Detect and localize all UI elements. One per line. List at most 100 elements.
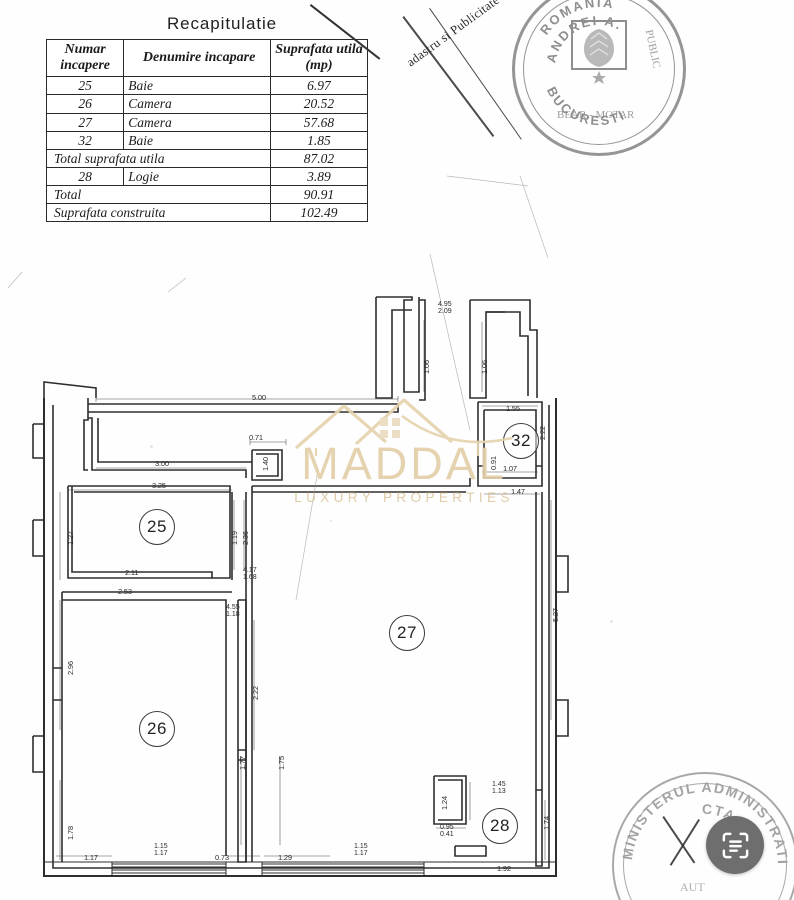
dimension-label: 1.17 [84,853,98,862]
dimension-stack-bottom: 1.17 [154,850,168,857]
header-room-number: Numar incapere [45,38,125,78]
dimension-label: 1.47 [511,487,525,496]
dimension-stack-top: 4.55 [226,604,240,611]
header-room-area: Suprafata utila (mp) [269,38,369,78]
table-row-loggia: 28 Logie 3.89 [45,166,369,187]
stamp-text-aut: AUT [680,880,705,894]
dimension-stack-bottom: 1.17 [354,850,368,857]
cell-room-name: Baie [123,130,271,150]
dimension-stack: 1.15 1.17 [354,843,368,857]
table-header-row: Numar incapere Denumire incapare Suprafa… [45,38,369,78]
cell-room-area: 1.85 [269,130,369,150]
dimension-stack-bottom: 1.13 [492,788,506,795]
dimension-label: 3.00 [155,459,169,468]
dimension-label: 1.78 [66,826,75,840]
dimension-label: 2.36 [241,531,250,545]
room-tag-27: 27 [389,615,425,651]
dimension-stack: 0.95 0.41 [440,824,454,838]
dimension-label: 0.91 [489,456,498,470]
cell-total-label: Total [46,184,271,205]
dimension-label: 1.77 [238,756,247,770]
dimension-stack: 1.45 1.13 [492,781,506,795]
dimension-label: 1.27 [66,531,75,545]
room-tag-25: 25 [139,509,175,545]
dimension-label: 1.07 [503,464,517,473]
room-tag-28: 28 [482,808,518,844]
scan-speckle [150,445,153,448]
cell-room-number: 25 [45,76,125,96]
cell-room-area: 6.97 [269,76,369,96]
dimension-stack-top: 4.95 [438,301,452,308]
scan-speckle [610,620,613,623]
dimension-label: 1.75 [277,756,286,770]
room-tag-26: 26 [139,711,175,747]
dimension-label: 1.40 [261,457,270,471]
cell-room-number: 32 [45,130,125,150]
stamp-inner-ring [523,0,675,145]
dimension-label: 3.25 [152,481,166,490]
dimension-stack-bottom: 0.41 [440,831,454,838]
dimension-label: 2.22 [538,426,547,440]
dimension-label: 2.22 [251,686,260,700]
cell-room-area: 3.89 [269,166,369,187]
dimension-label: 1.92 [497,864,511,873]
dimension-stack-bottom: 2.09 [438,308,452,315]
dimension-label: 2.96 [66,661,75,675]
dimension-stack-bottom: 1.18 [226,611,240,618]
dimension-label: 1.06 [422,360,431,374]
recapitulation-table: Numar incapere Denumire incapare Suprafa… [45,38,369,223]
cell-room-number: 26 [45,94,125,114]
dimension-label: 1.29 [278,853,292,862]
cell-total-usable-area: 87.02 [269,148,369,168]
cell-room-area: 20.52 [269,94,369,114]
dimension-stack: 4.95 2.09 [438,301,452,315]
dimension-stack: 1.15 1.17 [154,843,168,857]
stamp-text-bear-notar: BEAR - MOTAR [557,109,635,121]
cell-room-name: Logie [123,166,271,187]
dimension-stack-top: 1.15 [354,843,368,850]
dimension-stack-top: 4.17 [243,567,257,574]
dimension-stack-top: 1.15 [154,843,168,850]
dimension-stack-top: 0.95 [440,824,454,831]
recapitulation-block: Recapitulatie Numar incapere Denumire in… [45,14,369,223]
room-tag-32: 32 [503,423,539,459]
dimension-label: 2.53 [118,587,132,596]
table-row-total: Total 90.91 [46,184,369,205]
cell-room-name: Camera [123,112,271,132]
table-row: 25 Baie 6.97 [45,76,369,96]
cell-built-area-label: Suprafata construita [46,203,271,223]
cell-room-area: 57.68 [269,112,369,132]
dimension-label: 5.00 [252,393,266,402]
header-room-name: Denumire incapare [123,38,271,78]
scan-document-icon [722,832,748,858]
cell-total-usable-label: Total suprafata utila [46,148,271,168]
cell-room-number: 27 [45,112,125,132]
dimension-label: 5.27 [551,608,560,622]
dimension-label: 1.19 [230,531,239,545]
table-row-built-area: Suprafata construita 102.49 [46,203,369,223]
cell-total-area: 90.91 [269,184,369,205]
dimension-label: 0.71 [249,433,263,442]
dimension-stack-bottom: 1.68 [243,574,257,581]
dimension-stack: 4.17 1.68 [243,567,257,581]
scan-speckle [330,520,332,522]
cell-room-name: Camera [123,94,271,114]
table-row: 27 Camera 57.68 [45,112,369,132]
cell-room-number: 28 [45,166,125,187]
dimension-label: 0.73 [215,853,229,862]
recap-title: Recapitulatie [167,14,277,33]
dimension-stack: 4.55 1.18 [226,604,240,618]
cell-built-area-value: 102.49 [269,203,369,223]
dimension-label: 1.06 [480,360,489,374]
table-row-total-usable: Total suprafata utila 87.02 [46,148,369,168]
table-row: 26 Camera 20.52 [45,94,369,114]
table-row: 32 Baie 1.85 [45,130,369,150]
scan-document-button[interactable] [706,816,764,874]
dimension-label: 1.24 [440,796,449,810]
cell-room-name: Baie [123,76,271,96]
dimension-label: 1.74 [542,816,551,830]
romanian-coat-of-arms-icon [571,20,627,84]
dimension-stack-top: 1.45 [492,781,506,788]
